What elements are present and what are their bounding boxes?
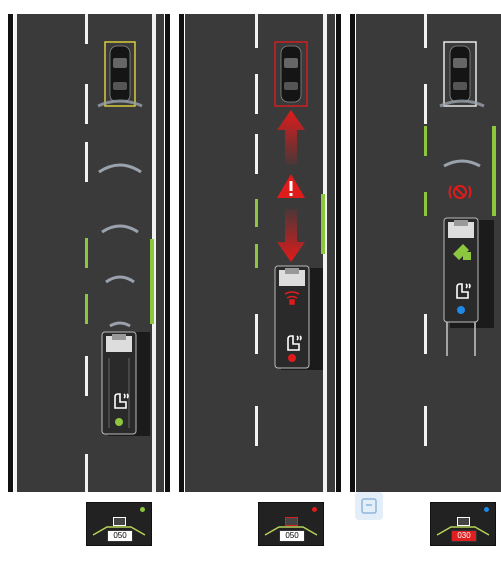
scenario-panel-1 xyxy=(8,14,170,492)
road-edge-left xyxy=(179,14,184,492)
host-truck xyxy=(274,265,323,370)
radar-waves xyxy=(97,99,143,328)
road-lines-icon xyxy=(92,526,146,536)
lead-car xyxy=(274,41,308,107)
lane-dash-highlight xyxy=(255,199,258,227)
panel-2-graphics xyxy=(274,41,323,370)
lead-car-box xyxy=(443,41,477,107)
road-edge-left xyxy=(350,14,355,492)
car-icon xyxy=(457,517,470,526)
dashboard-thumb-2: 050 xyxy=(258,502,324,546)
status-light xyxy=(457,306,465,314)
seat-vibration-icon xyxy=(114,393,129,409)
road-edge-right xyxy=(165,14,170,492)
dashboard-thumb-3: 030 xyxy=(430,502,496,546)
lead-car-box xyxy=(274,41,308,107)
pedal-icon xyxy=(453,244,471,260)
lane-dash xyxy=(424,14,427,48)
lane-line-right xyxy=(152,14,156,492)
lane-line-left xyxy=(14,14,17,492)
car-icon xyxy=(113,517,126,526)
front-sensor-icon xyxy=(284,291,300,305)
lane-dash xyxy=(255,74,258,114)
status-light xyxy=(115,418,123,426)
lane-edge-highlight xyxy=(321,194,325,254)
lane-dash-highlight xyxy=(85,294,88,324)
lane-dash-highlight xyxy=(424,126,427,156)
lane-dash xyxy=(424,84,427,124)
speed-readout: 030 xyxy=(451,530,477,542)
seat-vibration-icon xyxy=(456,283,471,299)
lead-car-box xyxy=(104,41,136,107)
road xyxy=(185,14,335,492)
scenario-panel-2 xyxy=(179,14,341,492)
lane-edge-highlight xyxy=(492,126,496,216)
lane-dash xyxy=(85,356,88,396)
warning-triangle-icon xyxy=(277,174,305,198)
dashboard-thumb-1: 050 xyxy=(86,502,152,546)
status-dot xyxy=(312,507,317,512)
lead-car xyxy=(104,41,136,107)
lane-dash-highlight xyxy=(85,238,88,268)
car-icon xyxy=(285,517,298,526)
lane-dash-highlight xyxy=(255,244,258,268)
lane-dash xyxy=(424,314,427,354)
lane-dash xyxy=(255,314,258,354)
lane-dash xyxy=(255,14,258,48)
speed-readout: 050 xyxy=(279,530,305,542)
red-arrow-up-icon xyxy=(277,110,305,164)
road-edge-right xyxy=(336,14,341,492)
radar-waves xyxy=(439,99,485,168)
panel-3-graphics xyxy=(439,41,494,356)
brake-warning-icon xyxy=(448,185,472,199)
host-truck xyxy=(101,331,150,436)
status-light xyxy=(288,354,296,362)
lane-dash xyxy=(85,84,88,124)
lane-dash xyxy=(424,406,427,446)
road-edge-left xyxy=(8,14,13,492)
lane-line-right xyxy=(323,14,327,492)
lane-dash xyxy=(85,14,88,44)
lane-dash xyxy=(255,406,258,446)
lane-edge-highlight xyxy=(150,239,154,324)
road-lines-icon xyxy=(436,526,490,536)
status-dot xyxy=(140,507,145,512)
lane-dash xyxy=(85,142,88,182)
lead-car xyxy=(443,41,477,107)
skid-marks xyxy=(446,322,476,356)
lane-dash-highlight xyxy=(424,192,427,216)
panel-1-graphics xyxy=(97,41,150,436)
road-lines-icon xyxy=(264,526,318,536)
helper-badge[interactable] xyxy=(355,492,383,520)
scenario-panel-3 xyxy=(350,14,501,492)
lane-dash xyxy=(255,134,258,174)
red-arrow-down-icon xyxy=(277,209,305,262)
host-truck xyxy=(443,217,494,356)
seat-vibration-icon xyxy=(287,335,302,351)
lane-dash xyxy=(85,454,88,492)
speed-readout: 050 xyxy=(107,530,133,542)
status-dot xyxy=(484,507,489,512)
